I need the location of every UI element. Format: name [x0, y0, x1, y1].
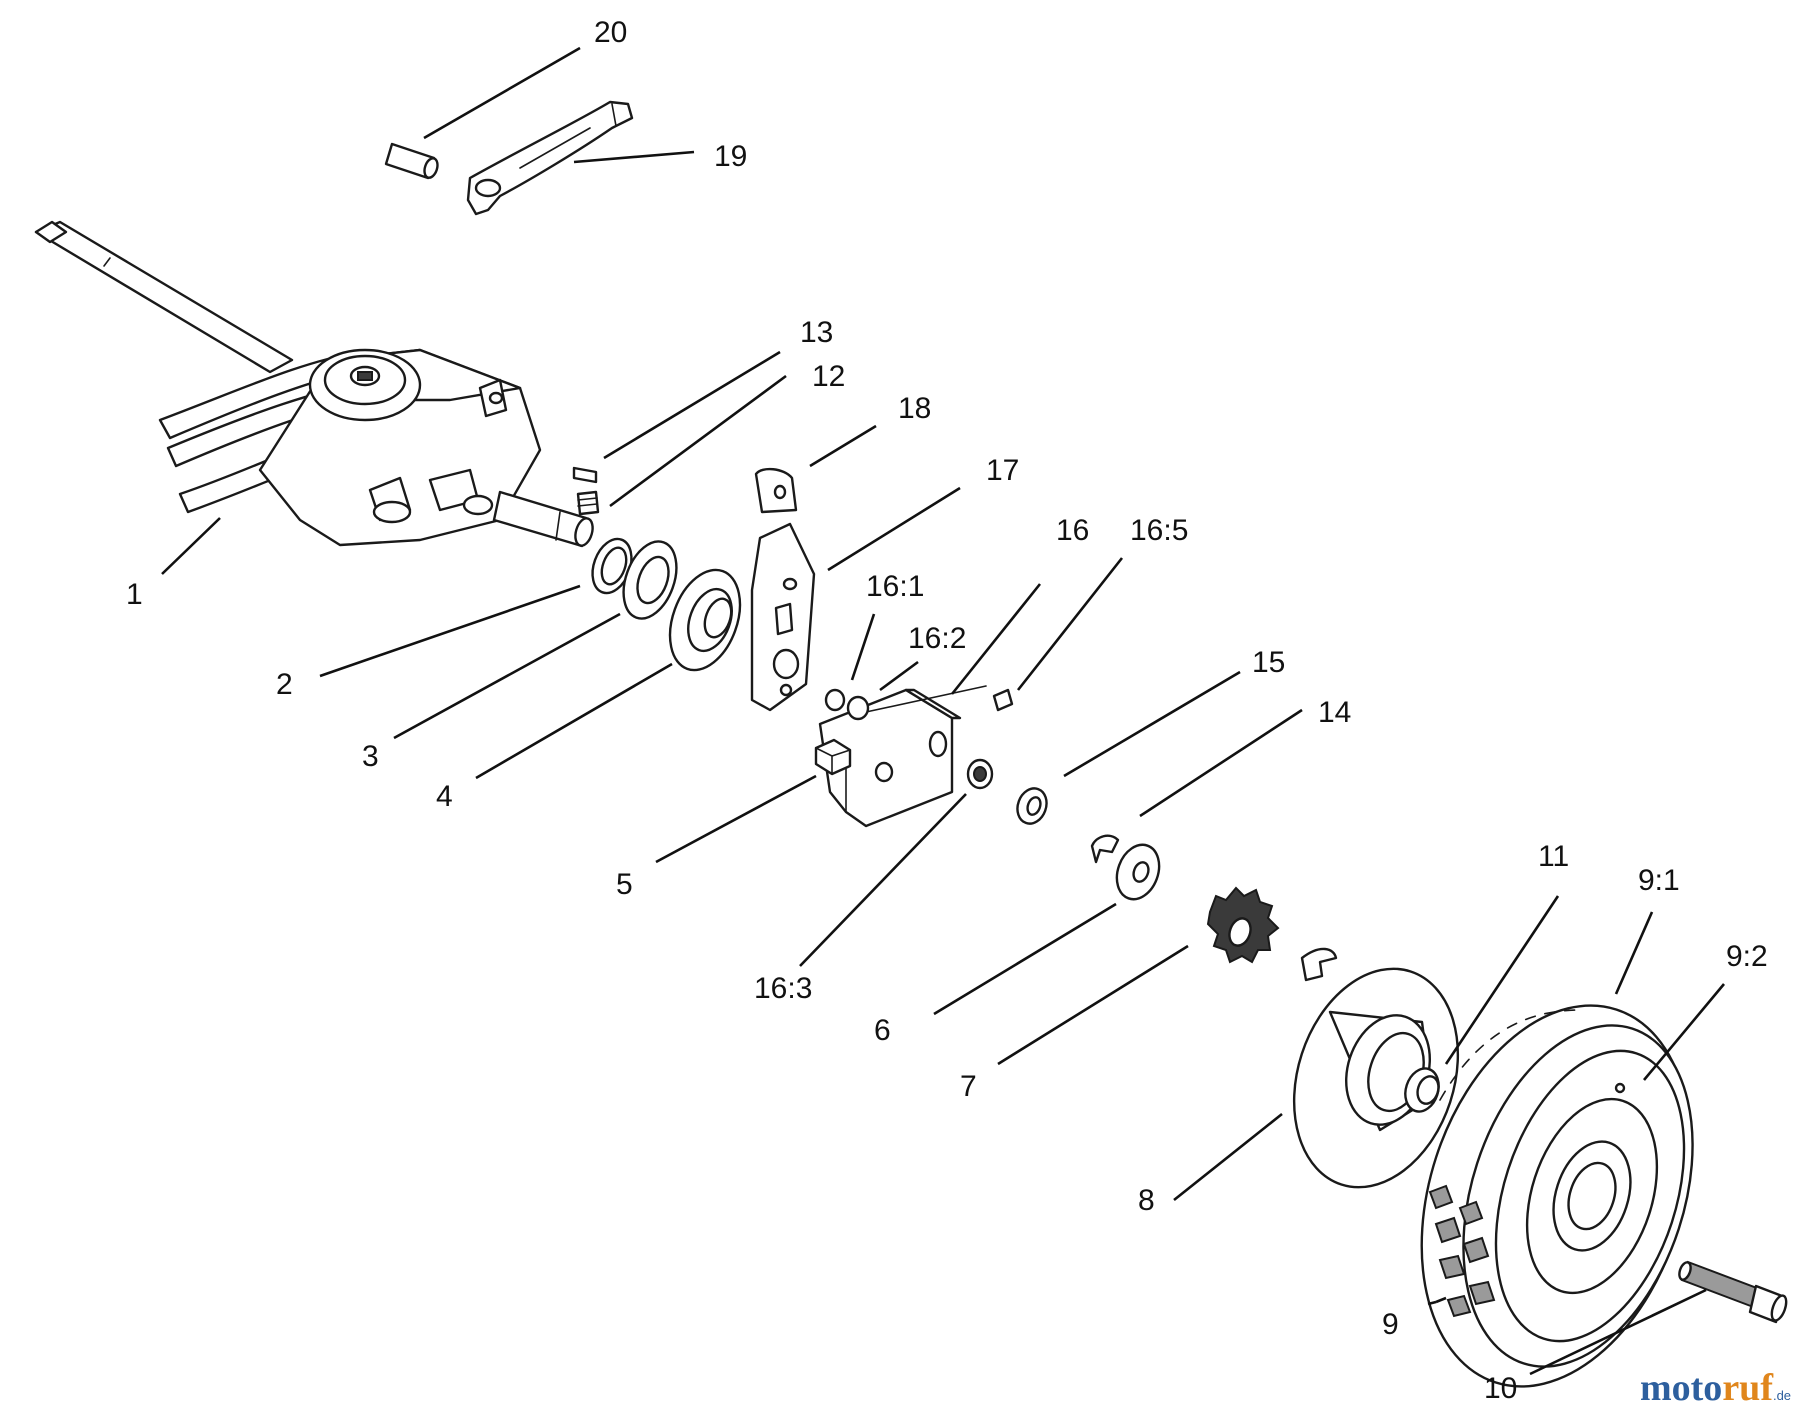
- watermark-part-b: ruf: [1722, 1367, 1774, 1409]
- callout-labels: 20 19 1 2 3 4 5 6 7 8 9 9:1 9:2 10 11 12…: [126, 16, 1768, 1405]
- callout-5: 5: [616, 868, 633, 901]
- part-16-3-bearing: [966, 758, 994, 790]
- callout-18: 18: [898, 392, 931, 425]
- callout-20: 20: [594, 16, 627, 49]
- callout-16-5: 16:5: [1130, 514, 1188, 547]
- watermark-suffix: .de: [1773, 1388, 1791, 1403]
- callout-13: 13: [800, 316, 833, 349]
- callout-3: 3: [362, 740, 379, 773]
- part-3-washer: [622, 540, 678, 620]
- callout-9-2: 9:2: [1726, 940, 1768, 973]
- part-16-bracket: [818, 685, 987, 828]
- callout-14: 14: [1318, 696, 1351, 729]
- part-15-lock-washer: [1016, 787, 1048, 825]
- callout-8: 8: [1138, 1184, 1155, 1217]
- part-10-shoulder-bolt: [1678, 1260, 1788, 1324]
- callout-2: 2: [276, 668, 293, 701]
- part-18-clip: [754, 467, 798, 514]
- part-6-spacer: [1115, 843, 1161, 901]
- part-12-spring: [576, 490, 600, 516]
- part-17-height-plate: [750, 522, 816, 712]
- callout-19: 19: [714, 140, 747, 173]
- watermark-part-a: moto: [1640, 1367, 1722, 1409]
- callout-6: 6: [874, 1014, 891, 1047]
- callout-9: 9: [1382, 1308, 1399, 1341]
- part-4-bushing: [668, 568, 742, 672]
- leader-lines: [161, 46, 1725, 1376]
- watermark-logo: motoruf.de: [1640, 1367, 1791, 1409]
- callout-17: 17: [986, 454, 1019, 487]
- callout-10: 10: [1484, 1372, 1517, 1405]
- callout-11: 11: [1538, 840, 1569, 873]
- part-7-pinion-gear: [1206, 886, 1280, 964]
- callout-1: 1: [126, 578, 143, 611]
- callout-4: 4: [436, 780, 453, 813]
- callout-16: 16: [1056, 514, 1089, 547]
- part-20-pin: [384, 142, 439, 180]
- callout-16-3: 16:3: [754, 972, 812, 1005]
- part-9-wheel: [1420, 1004, 1694, 1388]
- callout-16-1: 16:1: [866, 570, 924, 603]
- callout-7: 7: [960, 1070, 977, 1103]
- part-5-hex-nut: [814, 738, 852, 776]
- part-14-e-clip: [1090, 834, 1120, 864]
- part-2-retaining-ring: [591, 537, 633, 595]
- part-13-key: [572, 466, 598, 484]
- callout-15: 15: [1252, 646, 1285, 679]
- callout-12: 12: [812, 360, 845, 393]
- part-16-5-screw: [992, 688, 1014, 712]
- part-16-1-nut: [824, 688, 846, 712]
- callout-16-2: 16:2: [908, 622, 966, 655]
- part-16-2-spacer: [846, 695, 870, 721]
- callout-9-1: 9:1: [1638, 864, 1680, 897]
- svg-text:motoruf.de: motoruf.de: [1640, 1367, 1791, 1409]
- part-19-lever: [466, 100, 634, 216]
- part-11-bushing: [1404, 1067, 1440, 1113]
- part-1-transmission: [34, 220, 594, 548]
